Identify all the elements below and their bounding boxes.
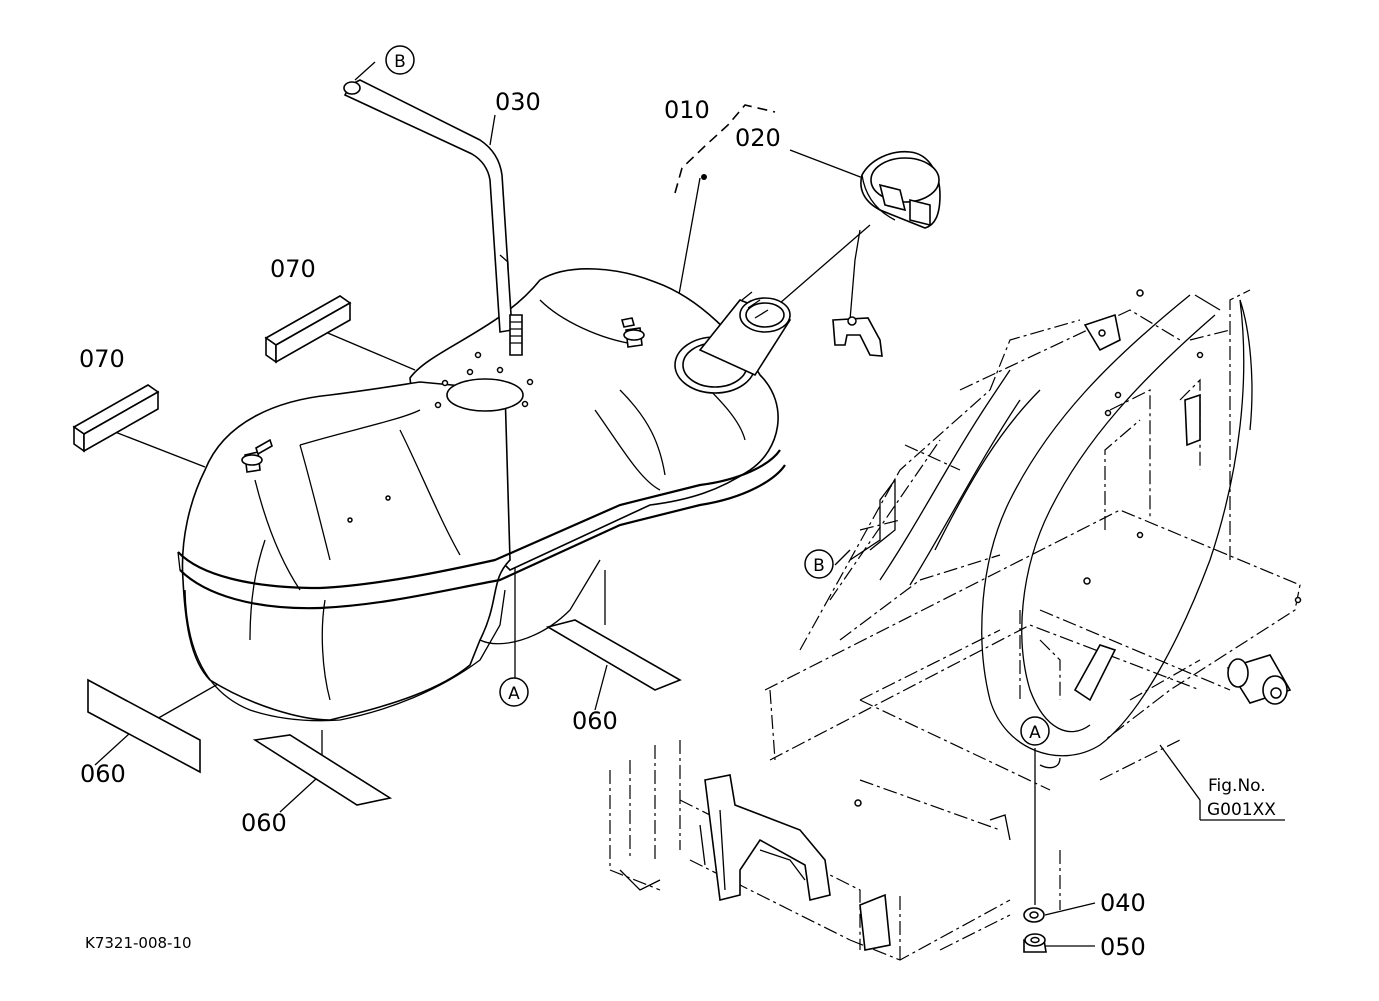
callout-050: 050 [1100,933,1146,961]
ref-b-frame: B [804,549,834,579]
assembly-bracket-010 [674,104,776,194]
ref-a-frame-text: A [1029,723,1041,743]
fuel-tank [177,268,792,722]
hardware [1023,907,1047,953]
callout-040: 040 [1100,889,1146,917]
fig-no-code: G001XX [1207,800,1276,820]
cushion-pads [72,295,682,806]
tractor-frame [609,289,1302,961]
fuel-cap [832,150,941,357]
callout-030: 030 [495,88,541,116]
callout-060-left: 060 [80,760,126,788]
fig-no-label: Fig.No. [1208,776,1266,796]
ref-b-frame-text: B [813,556,825,576]
callout-010: 010 [664,96,710,124]
leader-lines [94,61,1285,947]
breather-pipe [343,79,523,356]
callout-020: 020 [735,124,781,152]
callout-070-top: 070 [270,255,316,283]
drawing-code: K7321-008-10 [85,934,192,952]
ref-b-top-text: B [394,52,406,72]
callout-060-bottom: 060 [241,809,287,837]
ref-b-top: B [385,45,415,75]
ref-a-tank-text: A [508,684,520,704]
ref-a-tank: A [499,677,529,707]
callout-070-left: 070 [79,345,125,373]
callout-060-right: 060 [572,707,618,735]
ref-a-frame: A [1020,716,1050,746]
